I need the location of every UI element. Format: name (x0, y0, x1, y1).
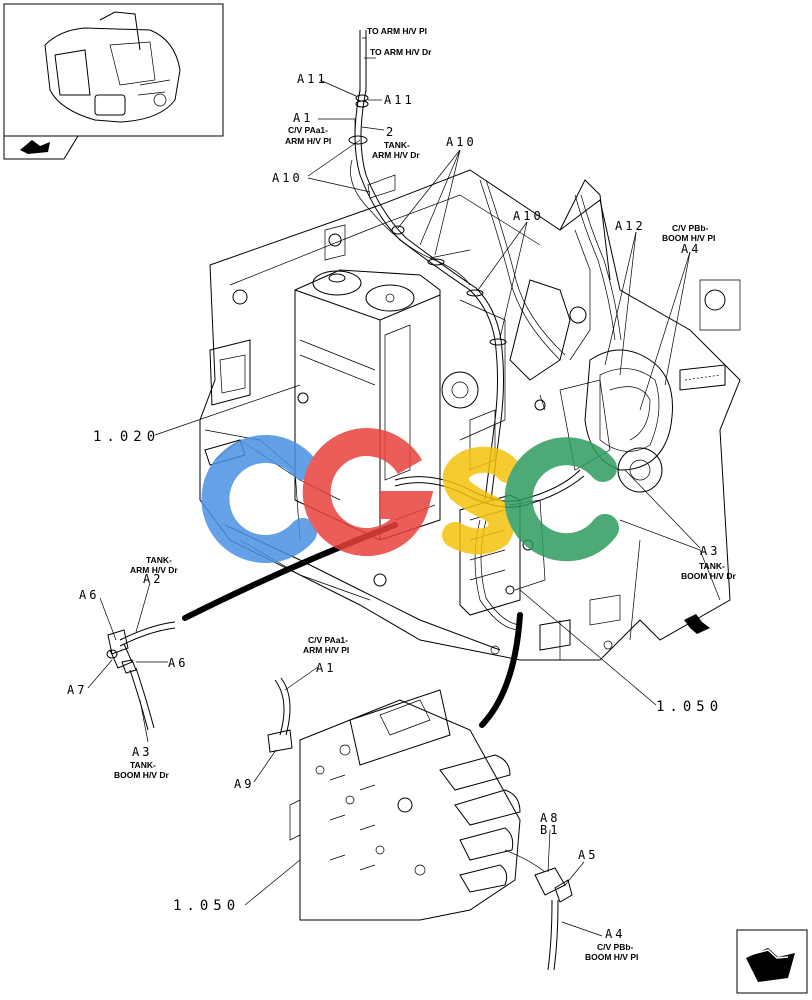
label-cv-paa1-mid-2: ARM H/V PI (303, 645, 349, 655)
callout-a2-left: A2 (143, 572, 163, 586)
label-cv-pbb-bottom-1: C/V PBb- (597, 942, 634, 952)
callout-two: 2 (386, 125, 396, 139)
callout-a7: A7 (67, 683, 87, 697)
next-arrow-icon (746, 948, 795, 982)
callout-a12: A12 (615, 219, 646, 233)
callout-a9: A9 (234, 777, 254, 791)
excavator-thumbnail (44, 11, 181, 123)
label-cv-pbb-top-1: C/V PBb- (672, 223, 709, 233)
label-cv-paa1-top: C/V PAa1- (288, 125, 328, 135)
leader-lines (87, 37, 701, 937)
callout-a10-left: A10 (272, 171, 303, 185)
thumbnail-panel[interactable] (3, 3, 224, 160)
callout-1050-right: 1.050 (656, 699, 723, 715)
watermark-letter-c2 (504, 437, 619, 562)
pilot-hose-run (348, 30, 585, 631)
label-tank-arm-left-2: ARM H/V Dr (130, 565, 178, 575)
upper-structure-frame (199, 169, 741, 661)
watermark-letter-s (442, 446, 521, 555)
detail-control-valve (267, 677, 573, 971)
detail-pointer-bottom (479, 612, 523, 728)
watermark-letter-c1 (201, 435, 317, 563)
label-cv-pbb-top-2: BOOM H/V PI (662, 233, 715, 243)
callout-a1-top: A1 (293, 111, 313, 125)
label-to-arm-pi: TO ARM H/V PI (367, 26, 427, 36)
view-arrow-icon (20, 140, 50, 154)
next-page-button[interactable] (736, 929, 808, 994)
callout-a4-bottom: A4 (605, 927, 625, 941)
label-to-arm-dr: TO ARM H/V Dr (370, 47, 432, 57)
callout-a11-top: A11 (297, 72, 328, 86)
label-tank-arm-top-1: TANK- (384, 140, 410, 150)
label-tank-boom-right-1: TANK- (699, 561, 725, 571)
callout-1050-bottom: 1.050 (173, 898, 240, 914)
label-arm-hv-pi-top: ARM H/V PI (285, 136, 331, 146)
callout-a1-mid: A1 (316, 661, 336, 675)
label-tank-arm-top-2: ARM H/V Dr (372, 150, 420, 160)
callout-a10-upper: A10 (446, 135, 477, 149)
label-cv-paa1-mid-1: C/V PAa1- (308, 635, 348, 645)
callout-a10-right: A10 (513, 209, 544, 223)
watermark-letter-g (302, 428, 434, 557)
callout-a8: A8 (540, 811, 560, 825)
callout-1020: 1.020 (93, 429, 160, 445)
callout-a6-left: A6 (79, 588, 99, 602)
label-tank-boom-left-1: TANK- (130, 760, 156, 770)
detail-tank-fitting (106, 621, 176, 731)
label-cv-pbb-bottom-2: BOOM H/V PI (585, 952, 638, 962)
callout-a6-right: A6 (168, 656, 188, 670)
callout-b1: B1 (540, 823, 560, 837)
callouts: TO ARM H/V PI TO ARM H/V Dr A11 A11 A1 2… (67, 26, 736, 962)
label-tank-arm-left-1: TANK- (146, 555, 172, 565)
label-tank-boom-left-2: BOOM H/V Dr (114, 770, 169, 780)
callout-a3-right: A3 (700, 544, 720, 558)
callout-a11-right: A11 (384, 93, 415, 107)
cgsc-watermark (201, 428, 619, 563)
callout-a5: A5 (578, 848, 598, 862)
callout-a4-top: A4 (681, 242, 701, 256)
callout-a3-left: A3 (132, 745, 152, 759)
label-tank-boom-right-2: BOOM H/V Dr (681, 571, 736, 581)
direction-arrow-icon (684, 614, 710, 634)
